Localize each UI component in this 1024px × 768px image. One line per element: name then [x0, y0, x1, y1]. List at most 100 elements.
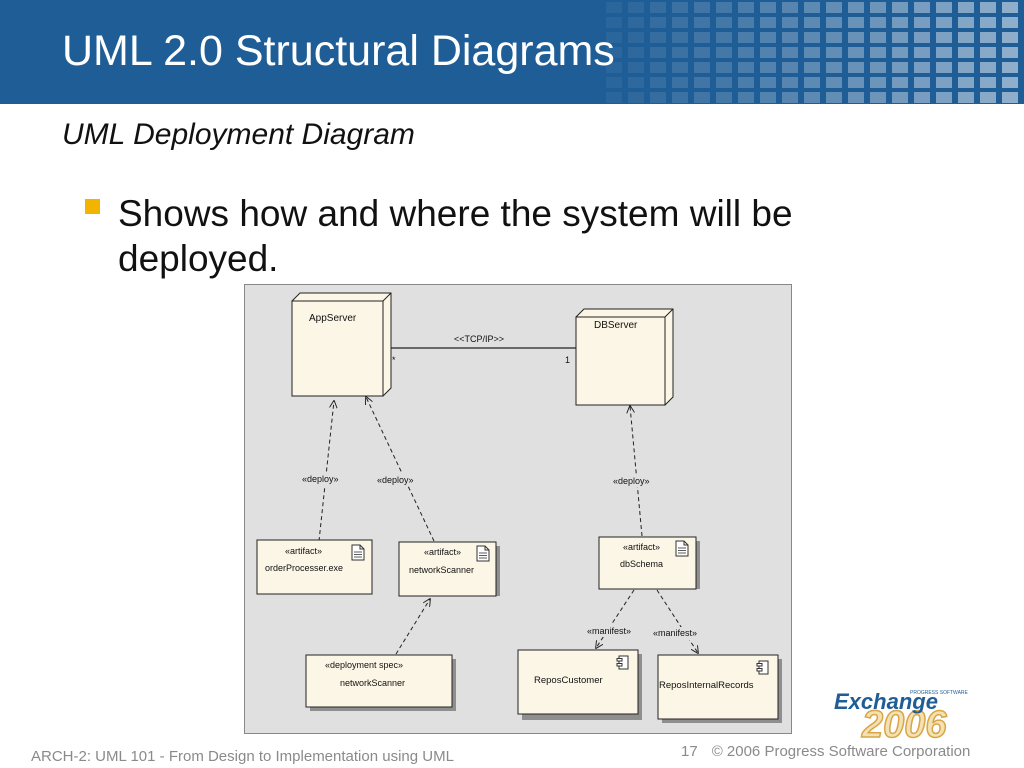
banner-tile: [892, 47, 908, 58]
banner-tile: [782, 32, 798, 43]
banner-tile: [672, 17, 688, 28]
db-server-node: DBServer: [575, 308, 674, 406]
artifact-name-1: orderProcesser.exe: [265, 563, 343, 573]
banner-tile: [694, 47, 710, 58]
deployment-spec-arrow: [395, 599, 430, 655]
banner-tile: [936, 32, 952, 43]
banner-tile: [870, 77, 886, 88]
banner-tile: [892, 62, 908, 73]
banner-tile: [980, 32, 996, 43]
banner-tile: [606, 92, 622, 103]
artifact-order-processer: «artifact» orderProcesser.exe: [256, 539, 373, 595]
banner-tile: [892, 2, 908, 13]
deploy-arrow-scanner: [366, 397, 435, 542]
banner-tile: [650, 32, 666, 43]
left-multiplicity: *: [392, 355, 396, 365]
exchange-2006-logo: PROGRESS SOFTWARE 2006 Exchange: [834, 689, 969, 740]
artifact-stereotype-2: «artifact»: [424, 547, 461, 557]
banner-tile: [738, 77, 754, 88]
banner-tile: [628, 77, 644, 88]
banner-tile: [716, 92, 732, 103]
banner-tile: [694, 92, 710, 103]
footer-right: 17 © 2006 Progress Software Corporation: [681, 743, 970, 760]
banner-tile: [804, 32, 820, 43]
logo-tagline: PROGRESS SOFTWARE: [910, 690, 969, 696]
banner-tile: [936, 47, 952, 58]
banner-tile: [914, 32, 930, 43]
component-icon: [756, 660, 769, 675]
banner-tile: [716, 47, 732, 58]
banner-tile: [738, 47, 754, 58]
artifact-stereotype-3: «artifact»: [623, 542, 660, 552]
banner-tile: [782, 62, 798, 73]
manifest-label-2: «manifest»: [653, 628, 697, 638]
manifest-arrow-records: [656, 589, 698, 653]
banner-tile: [628, 2, 644, 13]
banner-tile: [914, 92, 930, 103]
banner-tile: [958, 62, 974, 73]
banner-tile: [650, 62, 666, 73]
banner-tile: [738, 2, 754, 13]
footer-course-title: ARCH-2: UML 101 - From Design to Impleme…: [31, 748, 454, 765]
banner-tile: [782, 2, 798, 13]
banner-tile: [716, 77, 732, 88]
bullet-text: Shows how and where the system will be d…: [118, 193, 793, 279]
banner-tile: [760, 92, 776, 103]
banner-tile: [892, 32, 908, 43]
banner-tile: [804, 17, 820, 28]
banner-tile: [936, 92, 952, 103]
banner-tile: [870, 62, 886, 73]
banner-tile: [606, 32, 622, 43]
banner-tile: [782, 17, 798, 28]
banner-tile-pattern: [606, 2, 1018, 103]
banner-tile: [628, 92, 644, 103]
banner-tile: [606, 17, 622, 28]
app-server-node: AppServer: [291, 292, 392, 397]
banner-tile: [694, 62, 710, 73]
banner-tile: [1002, 62, 1018, 73]
app-server-label: AppServer: [309, 313, 357, 324]
banner-tile: [694, 2, 710, 13]
banner-tile: [958, 77, 974, 88]
banner-tile: [804, 92, 820, 103]
banner-tile: [650, 2, 666, 13]
banner-tile: [672, 62, 688, 73]
banner-tile: [628, 17, 644, 28]
banner-tile: [716, 2, 732, 13]
deployment-spec-name: networkScanner: [340, 678, 405, 688]
banner-tile: [672, 32, 688, 43]
banner-tile: [672, 2, 688, 13]
banner-tile: [694, 32, 710, 43]
banner-tile: [628, 62, 644, 73]
banner-tile: [1002, 32, 1018, 43]
logo-year: 2006: [861, 704, 947, 740]
banner-tile: [826, 62, 842, 73]
artifact-db-schema: «artifact» dbSchema: [598, 536, 700, 590]
banner-tile: [1002, 17, 1018, 28]
banner-tile: [936, 77, 952, 88]
banner-tile: [892, 92, 908, 103]
slide-subtitle: UML Deployment Diagram: [62, 118, 415, 151]
banner-tile: [760, 47, 776, 58]
artifact-stereotype-1: «artifact»: [285, 546, 322, 556]
banner-tile: [914, 47, 930, 58]
artifact-name-3: dbSchema: [620, 559, 663, 569]
deploy-arrow-order: [318, 401, 334, 542]
banner-tile: [628, 47, 644, 58]
banner-tile: [826, 92, 842, 103]
banner-tile: [760, 32, 776, 43]
banner-tile: [848, 32, 864, 43]
copyright: © 2006 Progress Software Corporation: [711, 743, 971, 760]
banner-tile: [980, 92, 996, 103]
component-icon: [616, 655, 629, 670]
banner-tile: [848, 2, 864, 13]
banner-tile: [826, 47, 842, 58]
banner-tile: [958, 32, 974, 43]
banner-tile: [782, 77, 798, 88]
page-number: 17: [681, 743, 698, 760]
banner-tile: [958, 92, 974, 103]
banner-tile: [980, 47, 996, 58]
banner-tile: [848, 47, 864, 58]
banner-tile: [650, 47, 666, 58]
banner-tile: [870, 47, 886, 58]
